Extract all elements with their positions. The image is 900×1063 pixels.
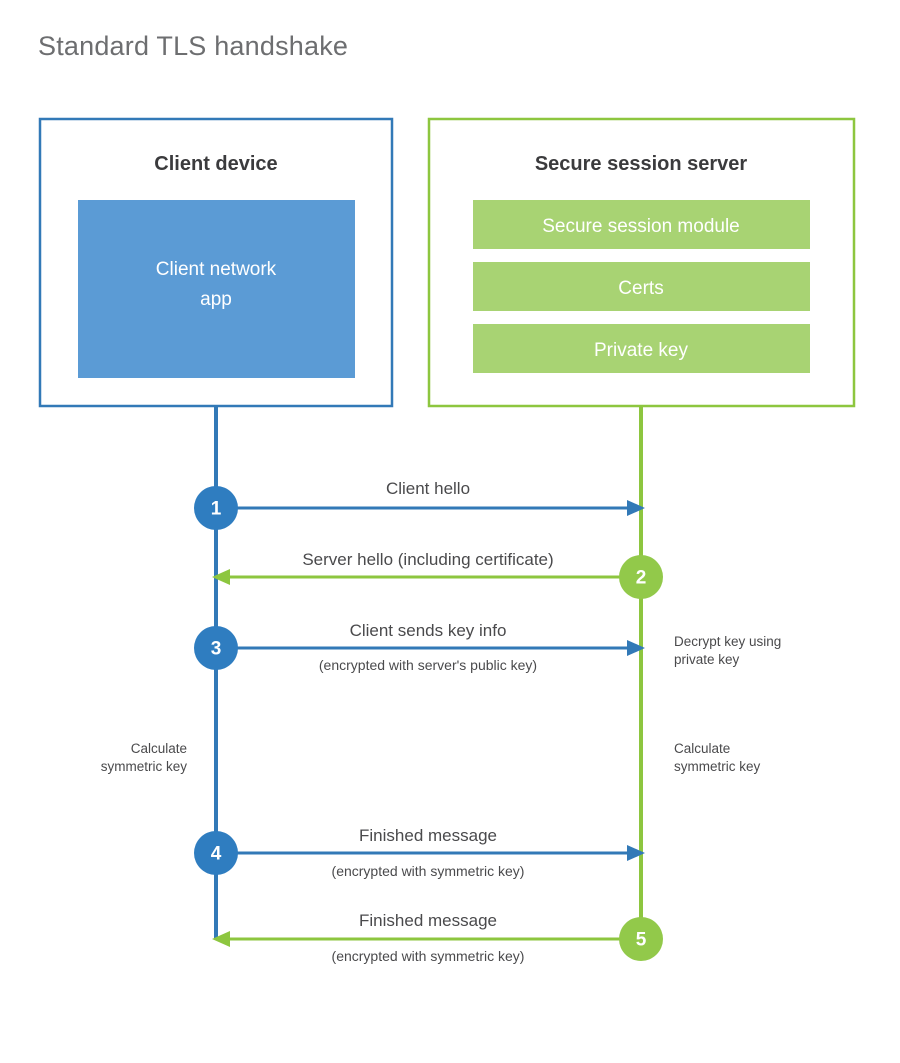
server-decrypt-line1: Decrypt key using bbox=[674, 634, 781, 649]
server-calculate-symmetric-key-annotation: Calculate symmetric key bbox=[674, 741, 761, 774]
secure-session-server-panel: Secure session server Secure session mod… bbox=[427, 117, 856, 408]
step-3-marker bbox=[194, 626, 238, 670]
step-2-group: Server hello (including certificate) 2 bbox=[212, 550, 663, 599]
server-decrypt-annotation: Decrypt key using private key bbox=[674, 634, 781, 667]
step-5-arrowhead-icon bbox=[212, 931, 230, 947]
step-2-label: Server hello (including certificate) bbox=[302, 550, 553, 569]
step-5-marker bbox=[619, 917, 663, 961]
server-panel-heading: Secure session server bbox=[535, 153, 748, 175]
step-3-number: 3 bbox=[211, 639, 222, 660]
step-5-number: 5 bbox=[636, 930, 647, 951]
client-network-app-label-line1: Client network bbox=[156, 259, 277, 280]
server-block-label-0: Secure session module bbox=[542, 216, 740, 237]
step-2-arrowhead-icon bbox=[212, 569, 230, 585]
step-4-marker bbox=[194, 831, 238, 875]
client-calc-line1: Calculate bbox=[131, 741, 187, 756]
client-calc-line2: symmetric key bbox=[101, 759, 188, 774]
step-4-arrowhead-icon bbox=[627, 845, 645, 861]
step-5-sublabel: (encrypted with symmetric key) bbox=[332, 948, 525, 964]
step-4-sublabel: (encrypted with symmetric key) bbox=[332, 863, 525, 879]
step-3-group: Client sends key info (encrypted with se… bbox=[194, 621, 645, 673]
step-4-label: Finished message bbox=[359, 826, 497, 845]
step-2-marker bbox=[619, 555, 663, 599]
step-1-arrowhead-icon bbox=[627, 500, 645, 516]
server-block-secure-session-module bbox=[473, 200, 810, 249]
step-1-group: Client hello 1 bbox=[194, 479, 645, 530]
step-4-number: 4 bbox=[211, 844, 222, 865]
client-device-panel: Client device Client network app bbox=[38, 117, 394, 408]
step-4-group: Finished message (encrypted with symmetr… bbox=[194, 826, 645, 879]
server-block-label-2: Private key bbox=[594, 340, 688, 361]
step-5-group: Finished message (encrypted with symmetr… bbox=[212, 911, 663, 964]
step-5-label: Finished message bbox=[359, 911, 497, 930]
server-block-certs bbox=[473, 262, 810, 311]
step-1-marker bbox=[194, 486, 238, 530]
step-3-sublabel: (encrypted with server's public key) bbox=[319, 657, 537, 673]
page-title: Standard TLS handshake bbox=[38, 31, 348, 61]
step-1-label: Client hello bbox=[386, 479, 470, 498]
server-block-private-key bbox=[473, 324, 810, 373]
step-3-label: Client sends key info bbox=[350, 621, 507, 640]
step-1-number: 1 bbox=[211, 499, 222, 520]
server-calc-line1: Calculate bbox=[674, 741, 730, 756]
server-block-label-1: Certs bbox=[618, 278, 663, 299]
client-network-app-label-line2: app bbox=[200, 289, 232, 310]
client-panel-heading: Client device bbox=[154, 153, 277, 175]
client-network-app-block bbox=[78, 200, 355, 378]
step-2-number: 2 bbox=[636, 568, 647, 589]
step-3-arrowhead-icon bbox=[627, 640, 645, 656]
server-decrypt-line2: private key bbox=[674, 652, 740, 667]
client-calculate-symmetric-key-annotation: Calculate symmetric key bbox=[101, 741, 188, 774]
server-calc-line2: symmetric key bbox=[674, 759, 761, 774]
